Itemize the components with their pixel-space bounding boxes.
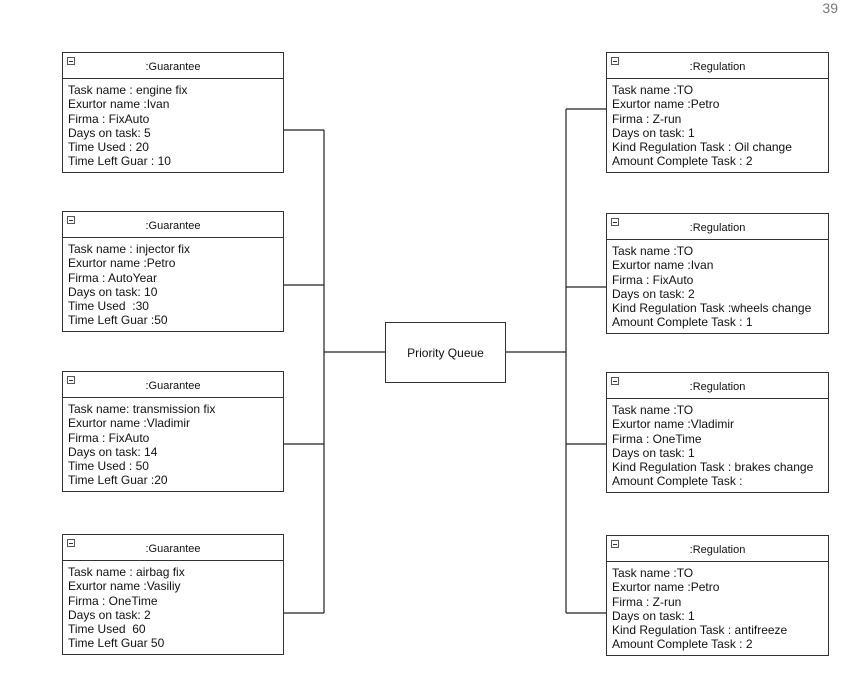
box-title: :Regulation <box>689 222 746 234</box>
attribute-line: Firma : Z-run <box>612 594 682 609</box>
box-title: :Regulation <box>689 61 746 73</box>
box-header: :Guarantee <box>63 372 283 398</box>
collapse-icon[interactable] <box>67 57 75 65</box>
attribute-line: Exurtor name :Petro <box>612 580 720 595</box>
box-attributes: Task name : airbag fix Exurtor name :Vas… <box>63 561 283 651</box>
attribute-line: Time Left Guar : 10 <box>68 154 171 169</box>
regulation-box: :Regulation Task name :TO Exurtor name :… <box>606 52 829 173</box>
attribute-line: Exurtor name :Vasiliy <box>68 579 181 594</box>
collapse-icon[interactable] <box>67 216 75 224</box>
box-attributes: Task name :TO Exurtor name :Petro Firma … <box>607 79 828 169</box>
regulation-box: :Regulation Task name :TO Exurtor name :… <box>606 535 829 656</box>
collapse-icon[interactable] <box>611 377 619 385</box>
attribute-line: Task name : injector fix <box>68 242 191 256</box>
collapse-icon[interactable] <box>611 218 619 226</box>
attribute-line: Days on task: 1 <box>612 445 695 460</box>
collapse-icon[interactable] <box>67 376 75 384</box>
attribute-line: Kind Regulation Task : Oil change <box>612 140 792 155</box>
box-header: :Regulation <box>607 214 828 240</box>
attribute-line: Firma : OneTime <box>68 593 158 608</box>
box-title: :Guarantee <box>145 380 201 392</box>
attribute-line: Exurtor name :Petro <box>68 256 176 271</box>
attribute-line: Task name : airbag fix <box>68 565 185 579</box>
collapse-icon[interactable] <box>611 57 619 65</box>
attribute-line: Task name :TO <box>612 83 694 97</box>
box-attributes: Task name: transmission fix Exurtor name… <box>63 398 283 488</box>
attribute-line: Exurtor name :Ivan <box>68 97 170 112</box>
box-header: :Guarantee <box>63 212 283 238</box>
attribute-line: Firma : OneTime <box>612 431 702 446</box>
box-header: :Guarantee <box>63 535 283 561</box>
attribute-line: Firma : FixAuto <box>68 430 150 445</box>
attribute-line: Exurtor name :Ivan <box>612 258 714 273</box>
collapse-icon[interactable] <box>611 540 619 548</box>
box-header: :Guarantee <box>63 53 283 79</box>
priority-queue-box: Priority Queue <box>385 322 506 383</box>
attribute-line: Amount Complete Task : <box>612 474 743 489</box>
box-title: :Guarantee <box>145 61 201 73</box>
regulation-box: :Regulation Task name :TO Exurtor name :… <box>606 372 829 493</box>
box-attributes: Task name : engine fix Exurtor name :Iva… <box>63 79 283 169</box>
guarantee-box: :Guarantee Task name : engine fix Exurto… <box>62 52 284 173</box>
attribute-line: Time Used 60 <box>68 622 146 637</box>
box-header: :Regulation <box>607 536 828 562</box>
attribute-line: Days on task: 5 <box>68 125 151 140</box>
attribute-line: Task name : engine fix <box>68 83 188 97</box>
attribute-line: Amount Complete Task : 2 <box>612 637 753 652</box>
attribute-line: Time Left Guar 50 <box>68 636 165 651</box>
attribute-line: Days on task: 14 <box>68 444 158 459</box>
attribute-line: Days on task: 1 <box>612 125 695 140</box>
collapse-icon[interactable] <box>67 539 75 547</box>
box-title: :Guarantee <box>145 220 201 232</box>
guarantee-box: :Guarantee Task name: transmission fix E… <box>62 371 284 492</box>
attribute-line: Task name :TO <box>612 244 694 258</box>
attribute-line: Time Left Guar :50 <box>68 313 168 328</box>
priority-queue-label: Priority Queue <box>407 345 484 360</box>
box-title: :Guarantee <box>145 543 201 555</box>
box-title: :Regulation <box>689 381 746 393</box>
attribute-line: Days on task: 2 <box>68 607 151 622</box>
attribute-line: Days on task: 1 <box>612 608 695 623</box>
attribute-line: Kind Regulation Task : brakes change <box>612 460 814 475</box>
attribute-line: Exurtor name :Vladimir <box>68 416 191 431</box>
attribute-line: Amount Complete Task : 2 <box>612 154 753 169</box>
attribute-line: Kind Regulation Task :wheels change <box>612 301 812 316</box>
page-number: 39 <box>822 0 838 16</box>
box-header: :Regulation <box>607 373 828 399</box>
attribute-line: Firma : FixAuto <box>68 111 150 126</box>
attribute-line: Task name: transmission fix <box>68 402 216 416</box>
attribute-line: Task name :TO <box>612 403 694 417</box>
attribute-line: Time Left Guar :20 <box>68 473 168 488</box>
attribute-line: Exurtor name :Vladimir <box>612 417 735 432</box>
attribute-line: Time Used : 20 <box>68 140 149 155</box>
guarantee-box: :Guarantee Task name : airbag fix Exurto… <box>62 534 284 655</box>
attribute-line: Exurtor name :Petro <box>612 97 720 112</box>
attribute-line: Time Used : 50 <box>68 459 149 474</box>
box-attributes: Task name :TO Exurtor name :Petro Firma … <box>607 562 828 652</box>
attribute-line: Task name :TO <box>612 566 694 580</box>
box-title: :Regulation <box>689 544 746 556</box>
attribute-line: Days on task: 10 <box>68 284 158 299</box>
attribute-line: Firma : FixAuto <box>612 272 694 287</box>
regulation-box: :Regulation Task name :TO Exurtor name :… <box>606 213 829 334</box>
attribute-line: Firma : AutoYear <box>68 270 157 285</box>
guarantee-box: :Guarantee Task name : injector fix Exur… <box>62 211 284 332</box>
attribute-line: Firma : Z-run <box>612 111 682 126</box>
attribute-line: Days on task: 2 <box>612 286 695 301</box>
box-header: :Regulation <box>607 53 828 79</box>
attribute-line: Kind Regulation Task : antifreeze <box>612 623 788 638</box>
box-attributes: Task name :TO Exurtor name :Ivan Firma :… <box>607 240 828 330</box>
attribute-line: Time Used :30 <box>68 299 149 314</box>
box-attributes: Task name : injector fix Exurtor name :P… <box>63 238 283 328</box>
box-attributes: Task name :TO Exurtor name :Vladimir Fir… <box>607 399 828 489</box>
attribute-line: Amount Complete Task : 1 <box>612 315 753 330</box>
